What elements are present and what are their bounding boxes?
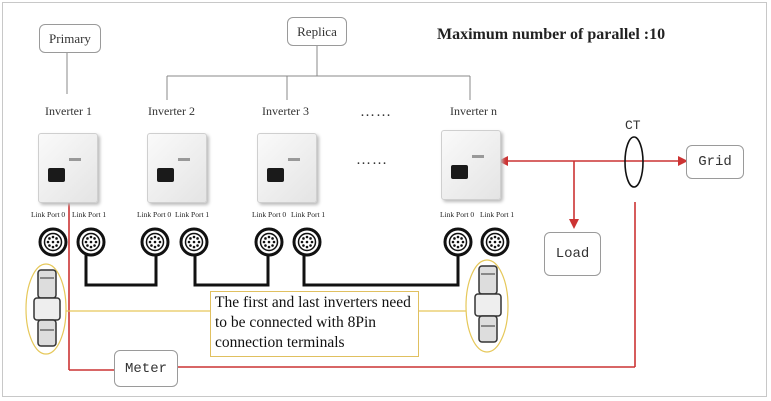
ellipsis-top: ……: [360, 104, 392, 120]
link-port-1-label: Link Port 1: [480, 210, 515, 219]
replica-box: Replica: [287, 17, 347, 46]
inverter-label: Inverter n: [450, 104, 497, 118]
link-port-1-connector-icon: [76, 227, 106, 257]
primary-label: Primary: [49, 30, 91, 46]
brand-logo: [69, 158, 81, 161]
inverter-body: [441, 130, 501, 200]
inverter-label: Inverter 2: [148, 104, 195, 118]
link-port-1-connector-icon: [480, 227, 510, 257]
grid-label: Grid: [698, 154, 732, 170]
terminal-note: The first and last inverters need to be …: [210, 291, 419, 357]
ct-label: CT: [625, 118, 641, 133]
inverter-body: [147, 133, 207, 203]
display-screen: [157, 168, 174, 182]
brand-logo: [288, 158, 300, 161]
ellipsis-mid: ……: [356, 152, 388, 168]
meter-label: Meter: [124, 360, 167, 377]
arrow-heads: [498, 156, 688, 229]
display-screen: [48, 168, 65, 182]
link-port-1-label: Link Port 1: [291, 210, 326, 219]
grid-box: Grid: [686, 145, 744, 179]
display-screen: [451, 165, 468, 179]
replica-label: Replica: [297, 23, 337, 39]
page-title: Maximum number of parallel :10: [437, 26, 666, 43]
brand-logo: [178, 158, 190, 161]
primary-box: Primary: [39, 24, 101, 53]
inverter-body: [38, 133, 98, 203]
diagram-frame: [2, 2, 767, 397]
red-wiring: [68, 160, 680, 371]
link-port-0-connector-icon: [140, 227, 170, 257]
terminal-highlights: [25, 259, 509, 355]
replica-tree: [166, 46, 471, 100]
brand-logo: [472, 155, 484, 158]
link-port-0-connector-icon: [254, 227, 284, 257]
link-port-1-label: Link Port 1: [72, 210, 107, 219]
link-port-1-label: Link Port 1: [175, 210, 210, 219]
link-port-0-connector-icon: [38, 227, 68, 257]
link-port-0-connector-icon: [443, 227, 473, 257]
load-label: Load: [555, 246, 590, 262]
link-port-0-label: Link Port 0: [31, 210, 66, 219]
inverter-label: Inverter 1: [45, 104, 92, 118]
link-port-0-label: Link Port 0: [137, 210, 172, 219]
load-box: Load: [544, 232, 601, 276]
terminal-plug-left: [33, 269, 61, 347]
terminal-plug-right: [474, 265, 502, 343]
display-screen: [267, 168, 284, 182]
inverter-label: Inverter 3: [262, 104, 309, 118]
ct-sensor: [624, 136, 644, 188]
link-cables: [84, 245, 460, 287]
link-port-0-label: Link Port 0: [252, 210, 287, 219]
meter-box: Meter: [114, 350, 178, 387]
link-port-0-label: Link Port 0: [440, 210, 475, 219]
inverter-body: [257, 133, 317, 203]
link-port-1-connector-icon: [292, 227, 322, 257]
link-port-1-connector-icon: [179, 227, 209, 257]
